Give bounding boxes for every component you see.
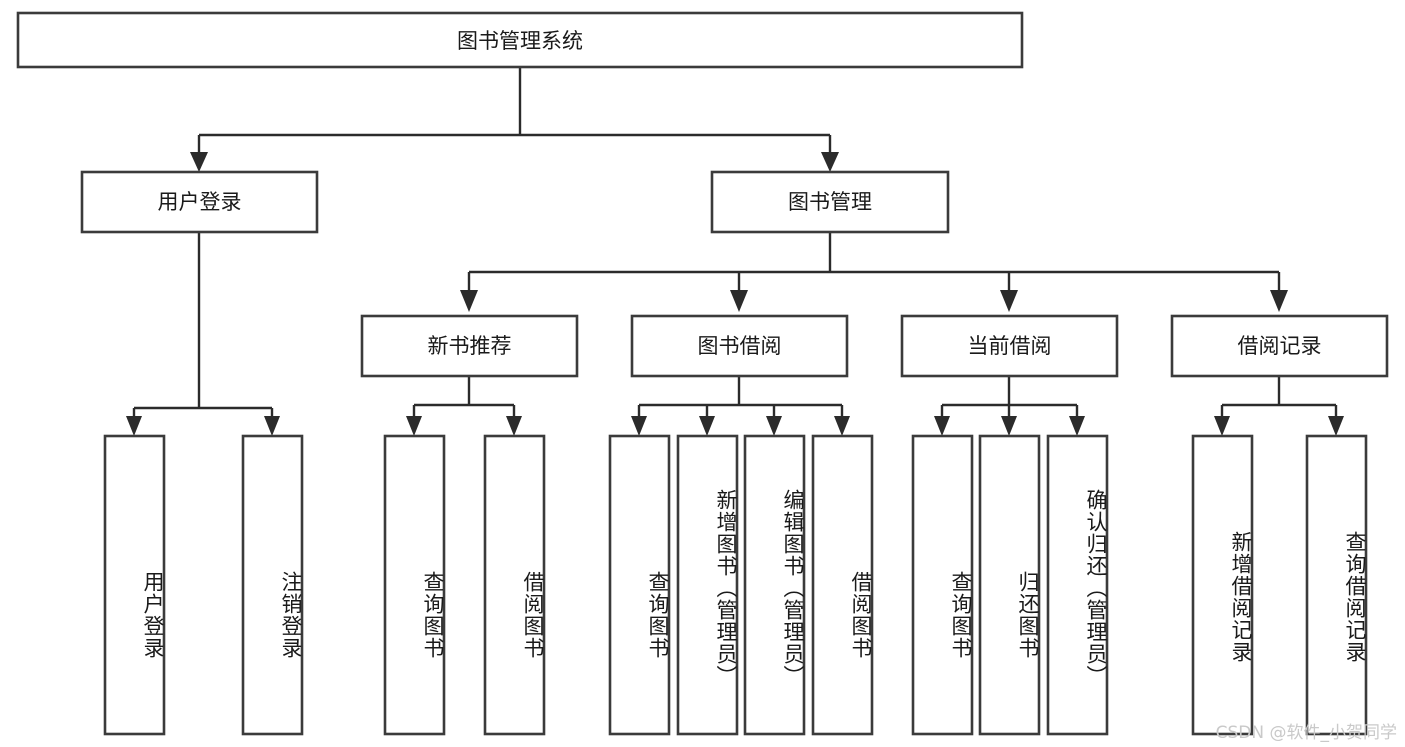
node-user-login-label: 用户登录 [158, 190, 242, 214]
leaf-box-borrow-record-1[interactable] [1305, 434, 1368, 736]
leaf-box-book-borrow-2[interactable] [743, 434, 806, 736]
connector-userlogin-to-leaves [126, 232, 280, 436]
leaf-box-borrow-record-0[interactable] [1191, 434, 1254, 736]
connector-currentborrow-to-leaves [934, 377, 1085, 436]
connector-root-to-level2 [190, 67, 839, 172]
leaf-box-book-borrow-3[interactable] [811, 434, 874, 736]
node-book-borrow-label: 图书借阅 [698, 334, 782, 358]
leaf-box-current-borrow-2[interactable] [1046, 434, 1109, 736]
connector-borrowrecord-to-leaves [1214, 377, 1344, 436]
leaf-box-new-book-1[interactable] [483, 434, 546, 736]
node-root[interactable]: 图书管理系统 [16, 11, 1024, 69]
leaf-box-book-borrow-1[interactable] [676, 434, 739, 736]
leaf-box-current-borrow-1[interactable] [978, 434, 1041, 736]
node-book-management[interactable]: 图书管理 [710, 170, 950, 234]
leaf-box-current-borrow-0[interactable] [911, 434, 974, 736]
node-current-borrow-label: 当前借阅 [968, 334, 1052, 358]
node-book-management-label: 图书管理 [788, 190, 872, 214]
node-root-label: 图书管理系统 [457, 29, 583, 53]
leaf-box-user-login-0[interactable] [103, 434, 166, 736]
watermark-text: CSDN @软件_小贺同学 [1215, 723, 1397, 743]
node-book-borrow[interactable]: 图书借阅 [630, 314, 849, 378]
node-borrow-record-label: 借阅记录 [1238, 334, 1322, 358]
connector-bookmgmt-to-level3 [460, 232, 1288, 312]
node-new-book-recommend-label: 新书推荐 [428, 334, 512, 358]
node-user-login[interactable]: 用户登录 [80, 170, 319, 234]
connector-newbook-to-leaves [406, 377, 522, 436]
leaf-box-user-login-1[interactable] [241, 434, 304, 736]
leaf-box-new-book-0[interactable] [383, 434, 446, 736]
leaf-box-book-borrow-0[interactable] [608, 434, 671, 736]
connector-bookborrow-to-leaves [631, 377, 850, 436]
node-new-book-recommend[interactable]: 新书推荐 [360, 314, 579, 378]
node-current-borrow[interactable]: 当前借阅 [900, 314, 1119, 378]
node-borrow-record[interactable]: 借阅记录 [1170, 314, 1389, 378]
